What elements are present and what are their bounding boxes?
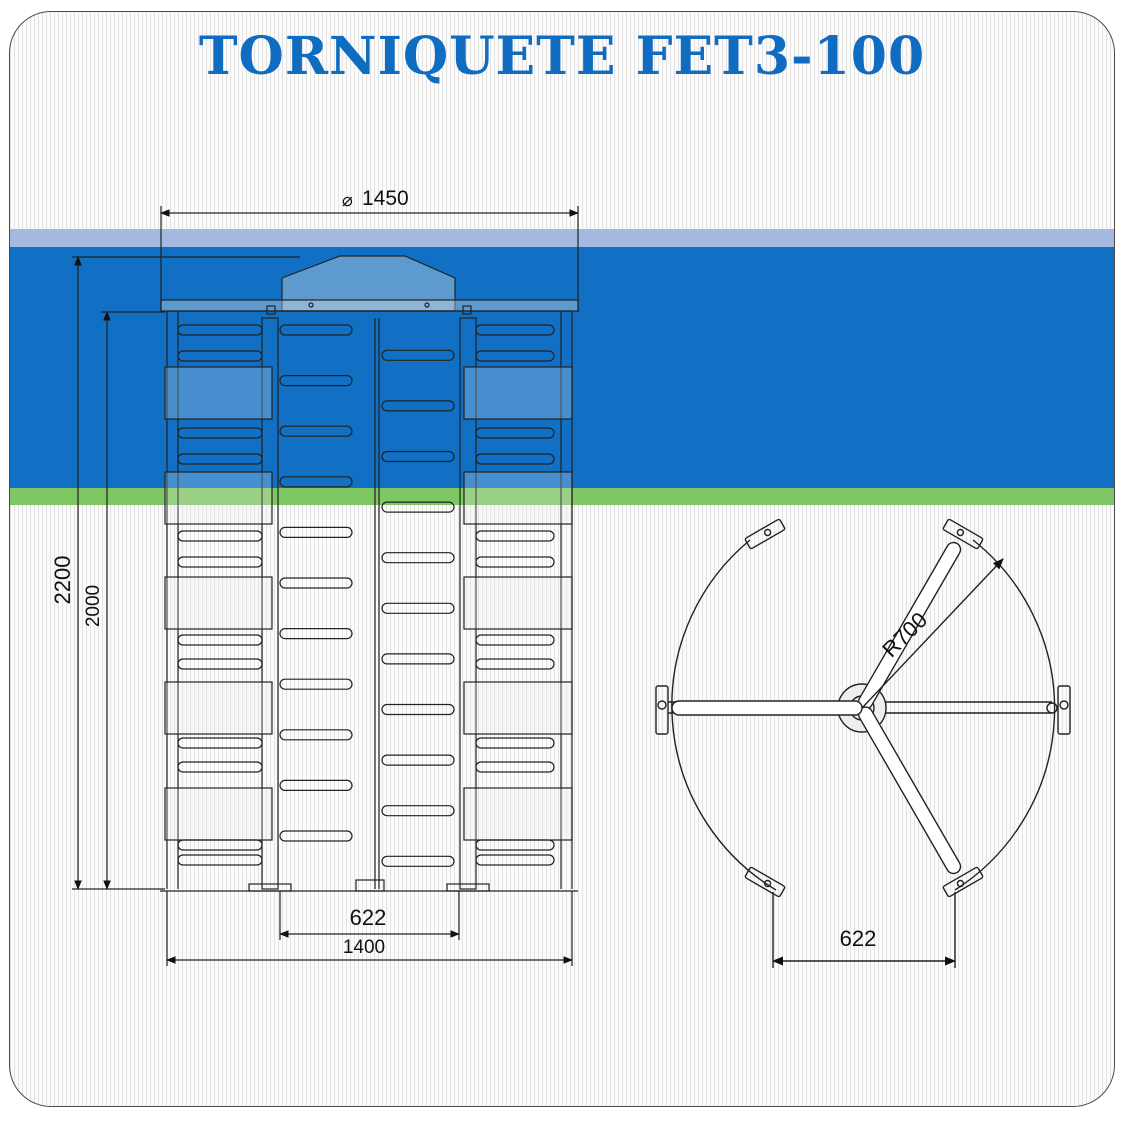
width-passage-label: 622 bbox=[350, 905, 387, 930]
side-bar bbox=[177, 453, 263, 465]
height-total-dimension bbox=[72, 256, 300, 890]
rotor-arm-bar bbox=[279, 526, 353, 539]
band-light-blue bbox=[10, 229, 1114, 247]
diameter-label: 1450 bbox=[362, 187, 409, 210]
side-bar bbox=[177, 854, 263, 866]
slide-frame: TORNIQUETE FET3-100 bbox=[9, 11, 1115, 1107]
rotor-arm-bar bbox=[279, 425, 353, 437]
side-bar bbox=[475, 350, 555, 362]
rotor-arm-bar bbox=[279, 678, 353, 690]
side-bars bbox=[177, 324, 555, 866]
width-passage-dimension bbox=[279, 891, 460, 940]
rotor-arm-bar bbox=[381, 855, 455, 867]
side-bar bbox=[475, 658, 555, 670]
rotor-arm-bar bbox=[381, 501, 455, 513]
side-bar bbox=[475, 427, 555, 439]
rotor-arm bbox=[857, 706, 962, 875]
side-bar bbox=[475, 453, 555, 465]
top-width-dimension bbox=[771, 892, 957, 968]
height-inner-label: 2000 bbox=[83, 585, 104, 627]
rotor-arm-bar bbox=[381, 805, 455, 817]
side-bar bbox=[177, 324, 263, 336]
width-total-dimension bbox=[166, 891, 573, 966]
diameter-dimension bbox=[160, 206, 579, 312]
side-bar bbox=[177, 761, 263, 773]
rotor-arm bbox=[671, 700, 863, 716]
diameter-symbol: ⌀ bbox=[342, 190, 353, 210]
side-bar bbox=[475, 839, 555, 851]
side-bar bbox=[177, 530, 263, 542]
side-bar bbox=[475, 854, 555, 866]
band-green bbox=[10, 488, 1114, 505]
rotor-arm-bar bbox=[381, 450, 455, 463]
rotor-arm-bar bbox=[381, 754, 455, 766]
rotor-arm-bar bbox=[279, 375, 353, 387]
rotor-arm-bar bbox=[279, 324, 353, 336]
height-total-label: 2200 bbox=[50, 556, 75, 605]
rotor-arm-bar bbox=[381, 653, 455, 665]
side-bar bbox=[475, 324, 555, 336]
width-total-label: 1400 bbox=[343, 937, 385, 958]
rotor-arm-bar bbox=[381, 552, 455, 564]
page-title: TORNIQUETE FET3-100 bbox=[198, 26, 926, 87]
rotor-arm-bar bbox=[279, 729, 353, 741]
side-bar bbox=[475, 634, 555, 646]
rotor-arm-bar bbox=[279, 577, 353, 589]
radius-dimension bbox=[861, 558, 1004, 709]
rotor-arm-bar bbox=[279, 476, 353, 488]
side-bar bbox=[177, 350, 263, 362]
side-bar bbox=[177, 658, 263, 670]
side-bar bbox=[177, 556, 263, 568]
side-bar bbox=[475, 530, 555, 542]
side-bar bbox=[475, 556, 555, 568]
rotor-arm-bar bbox=[381, 400, 455, 412]
front-view: ⌀ 1450 2200 2000 bbox=[50, 187, 579, 966]
side-bar bbox=[177, 737, 263, 749]
rotor-arm-bar bbox=[279, 830, 353, 842]
top-view-arc-right bbox=[954, 539, 1056, 891]
rotor-arm-bar bbox=[381, 703, 455, 716]
side-panels bbox=[164, 366, 573, 841]
side-bar bbox=[177, 427, 263, 439]
side-bar bbox=[475, 761, 555, 773]
top-view: R700 622 bbox=[655, 518, 1071, 968]
side-bar bbox=[475, 737, 555, 749]
height-inner-dimension bbox=[101, 311, 165, 890]
rotor-arm-bar bbox=[381, 602, 455, 614]
rotor-arm-bar bbox=[381, 349, 455, 361]
top-width-label: 622 bbox=[840, 926, 877, 951]
wall-mounts bbox=[655, 518, 1071, 898]
rotor-arms bbox=[279, 324, 455, 867]
roof bbox=[160, 255, 579, 315]
side-bar bbox=[177, 634, 263, 646]
rotor-arm-bar bbox=[279, 779, 353, 792]
side-bar bbox=[177, 839, 263, 851]
rotor-arm-bar bbox=[279, 627, 353, 640]
top-view-arc-left bbox=[671, 539, 777, 891]
